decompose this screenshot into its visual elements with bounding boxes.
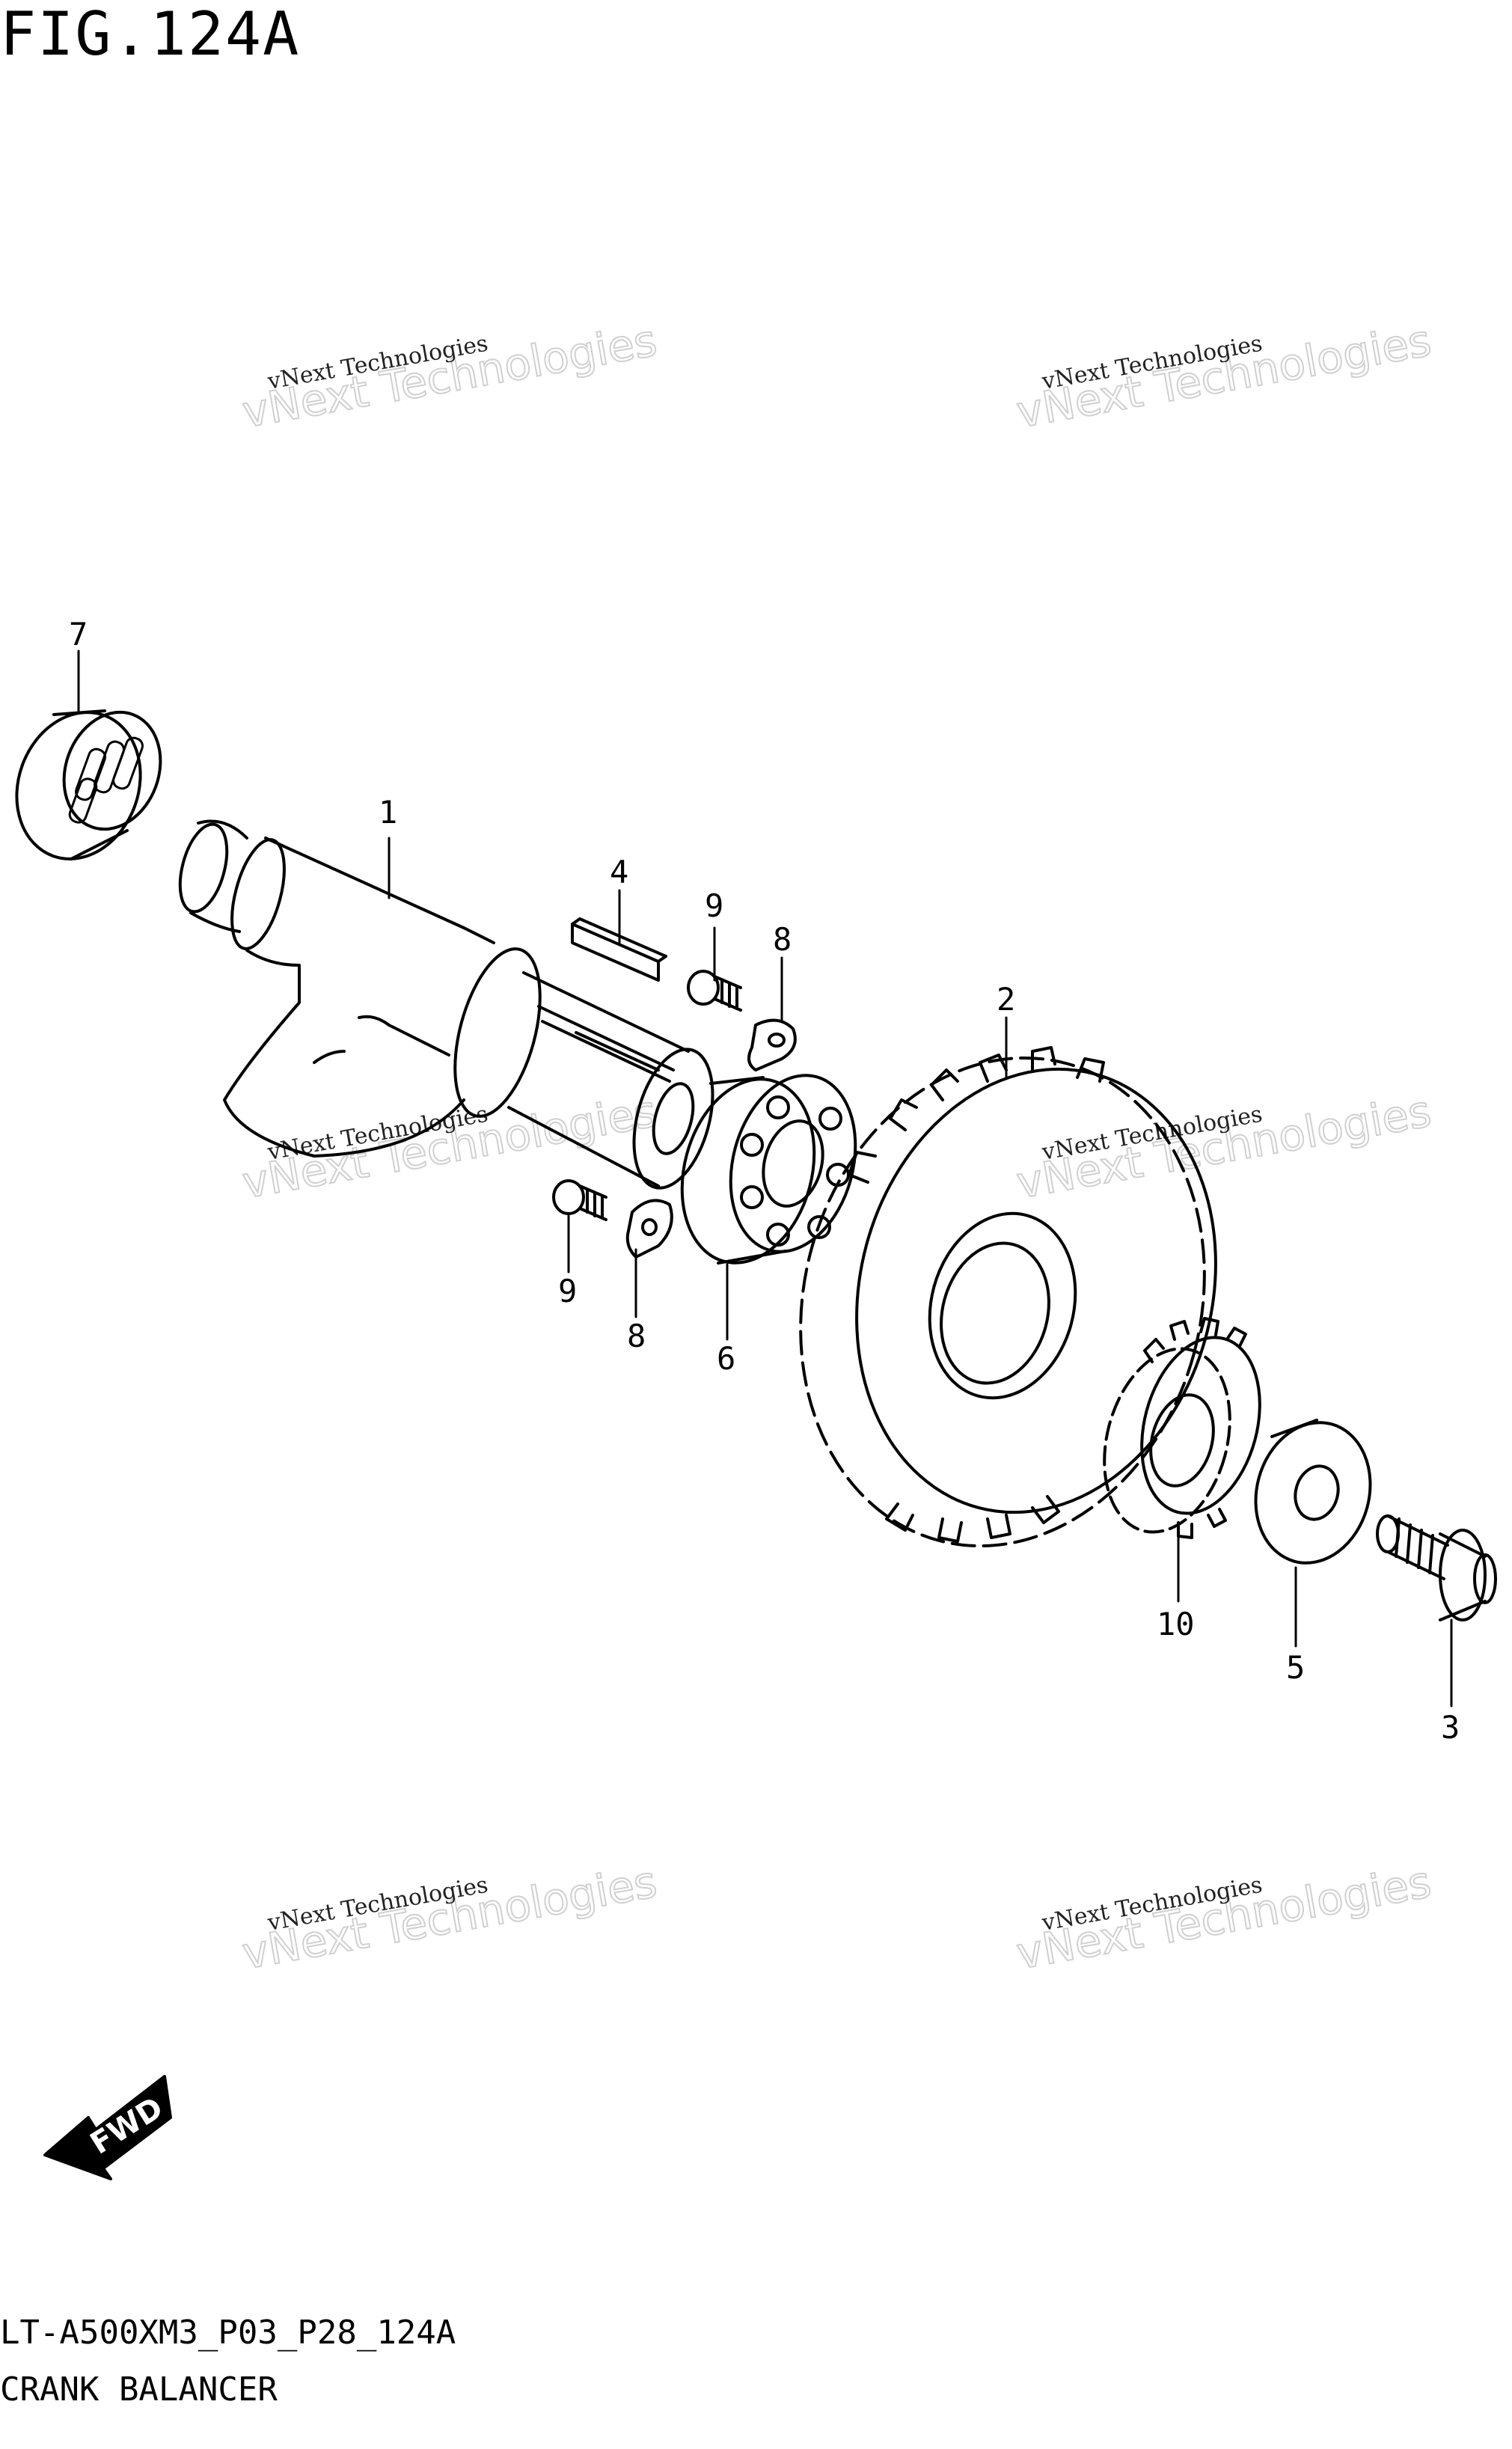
callout-7: 7 [69, 616, 88, 652]
callout-8: 8 [627, 1318, 646, 1354]
watermark: vNext Technologies vNext Technologies [1012, 314, 1436, 438]
callout-3: 3 [1441, 1709, 1460, 1746]
callout-5: 5 [1286, 1649, 1305, 1686]
part-6-ball-bearing [680, 1074, 857, 1265]
leader-lines [77, 649, 1453, 1707]
part-7-needle-bearing [15, 709, 162, 860]
callout-4: 4 [610, 854, 628, 890]
watermark: vNext Technologies vNext Technologies [238, 1856, 661, 1980]
part-8-lock-washer-upper [747, 1018, 797, 1071]
part-5-washer [1254, 1419, 1372, 1565]
callout-2: 2 [997, 981, 1015, 1018]
callout-1: 1 [379, 794, 397, 831]
watermark: vNext Technologies vNext Technologies [1012, 1085, 1436, 1209]
part-1-balancer-shaft [178, 819, 714, 1190]
section-name: CRANK BALANCER [0, 2370, 278, 2409]
callout-8: 8 [773, 921, 792, 958]
fwd-arrow-icon [43, 2075, 172, 2180]
callout-6: 6 [717, 1340, 735, 1377]
part-9-screw-upper [687, 970, 742, 1012]
part-4-key [571, 917, 667, 982]
callout-9: 9 [558, 1273, 577, 1309]
callout-10: 10 [1157, 1606, 1195, 1642]
model-code: LT-A500XM3_P03_P28_124A [0, 2314, 456, 2352]
callout-9: 9 [705, 887, 723, 924]
part-8-lock-washer-lower [625, 1199, 673, 1259]
figure-title: FIG.124A [0, 0, 301, 69]
part-2-large-gear [799, 1046, 1217, 1548]
watermark: vNext Technologies vNext Technologies [1012, 1856, 1436, 1980]
part-3-bolt [1376, 1514, 1497, 1621]
watermark: vNext Technologies vNext Technologies [238, 314, 661, 438]
part-10-small-gear [1103, 1317, 1261, 1539]
watermark: vNext Technologies vNext Technologies [238, 1085, 661, 1209]
part-9-screw-lower [552, 1179, 607, 1221]
